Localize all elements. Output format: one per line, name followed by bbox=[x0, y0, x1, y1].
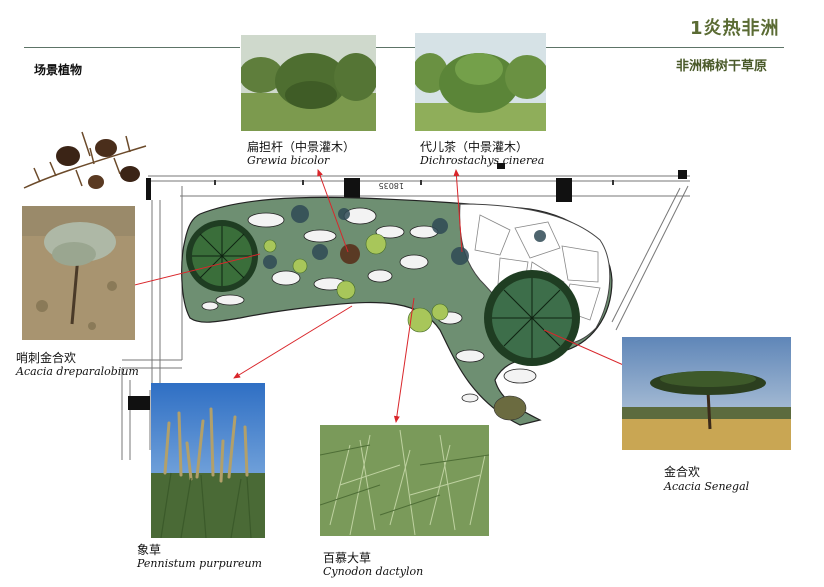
seed-pods-illustration bbox=[23, 131, 147, 189]
acacia-tree-photo bbox=[622, 337, 791, 450]
stone-elements bbox=[201, 207, 537, 403]
plant-name-cn: 金合欢 bbox=[664, 465, 701, 479]
plant-name-latin: Cynodon dactylon bbox=[323, 565, 424, 578]
plant-name-latin: Dichrostachys cinerea bbox=[420, 154, 545, 167]
plan-walls bbox=[121, 175, 690, 460]
tree-canopy-left bbox=[186, 220, 258, 292]
wall-column bbox=[678, 170, 687, 179]
plant-name-latin: Pennistum purpureum bbox=[137, 557, 262, 570]
plant-name-cn: 百慕大草 bbox=[323, 551, 372, 565]
plant-name-latin: Acacia dreparalobium bbox=[16, 365, 139, 378]
section-label: 场景植物 bbox=[34, 63, 83, 77]
plan-ticks bbox=[214, 180, 614, 185]
bermuda-grass-photo bbox=[320, 425, 489, 536]
header-rule-right bbox=[546, 47, 784, 48]
plant-name-latin: Acacia Senegal bbox=[664, 480, 750, 493]
shrub-photo bbox=[241, 35, 376, 131]
light-shrubs bbox=[263, 233, 449, 333]
page-title: 1炎热非洲 bbox=[690, 18, 780, 39]
plant-name-cn: 象草 bbox=[137, 543, 162, 557]
boulder bbox=[493, 395, 527, 421]
header-rule-left bbox=[24, 47, 240, 48]
plant-name-cn: 代儿茶（中景灌木） bbox=[420, 140, 529, 154]
wall-column bbox=[128, 396, 150, 410]
wall-column bbox=[146, 178, 151, 200]
wall-column bbox=[556, 178, 572, 202]
tree-canopy-right bbox=[484, 270, 580, 366]
plant-name-latin: Grewia bicolor bbox=[247, 154, 330, 167]
acacia-sapling-photo bbox=[22, 206, 135, 340]
plant-name-cn: 哨刺金合欢 bbox=[16, 351, 77, 365]
bush-photo bbox=[415, 33, 546, 131]
header-rule-mid bbox=[376, 47, 415, 48]
elephant-grass-photo bbox=[151, 383, 265, 538]
plant-name-cn: 扁担杆（中景灌木） bbox=[247, 140, 356, 154]
wall-column bbox=[344, 178, 360, 202]
page-subtitle: 非洲稀树干草原 bbox=[676, 59, 768, 74]
wall-column bbox=[497, 163, 505, 169]
center-shrub bbox=[340, 244, 360, 264]
dimension-label: 18035 bbox=[379, 181, 404, 190]
dark-shrubs bbox=[263, 205, 546, 269]
